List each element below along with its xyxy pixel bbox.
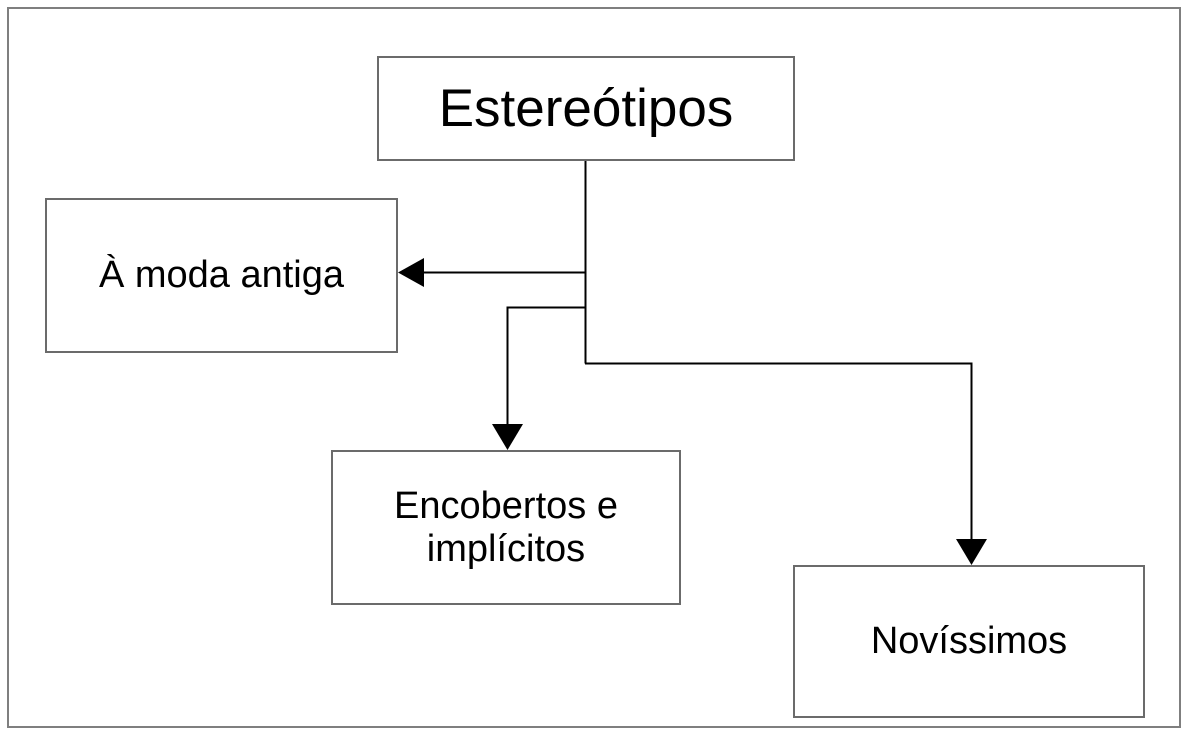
node-moda-antiga-label: À moda antiga: [98, 254, 345, 297]
node-novissimos-label: Novíssimos: [870, 620, 1068, 663]
edge-to-moda-antiga: [398, 258, 585, 287]
node-estereotipos[interactable]: Estereótipos: [377, 56, 795, 161]
node-moda-antiga[interactable]: À moda antiga: [45, 198, 398, 353]
node-novissimos[interactable]: Novíssimos: [793, 565, 1145, 718]
arrowhead-left: [398, 258, 424, 287]
arrowhead-down-encobertos: [492, 424, 523, 450]
arrowhead-down-novissimos: [956, 539, 987, 565]
node-encobertos[interactable]: Encobertos e implícitos: [331, 450, 681, 605]
edge-to-encobertos: [492, 306, 585, 450]
edge-to-novissimos: [585, 362, 987, 565]
node-encobertos-label: Encobertos e implícitos: [394, 484, 618, 570]
node-estereotipos-label: Estereótipos: [438, 78, 734, 138]
